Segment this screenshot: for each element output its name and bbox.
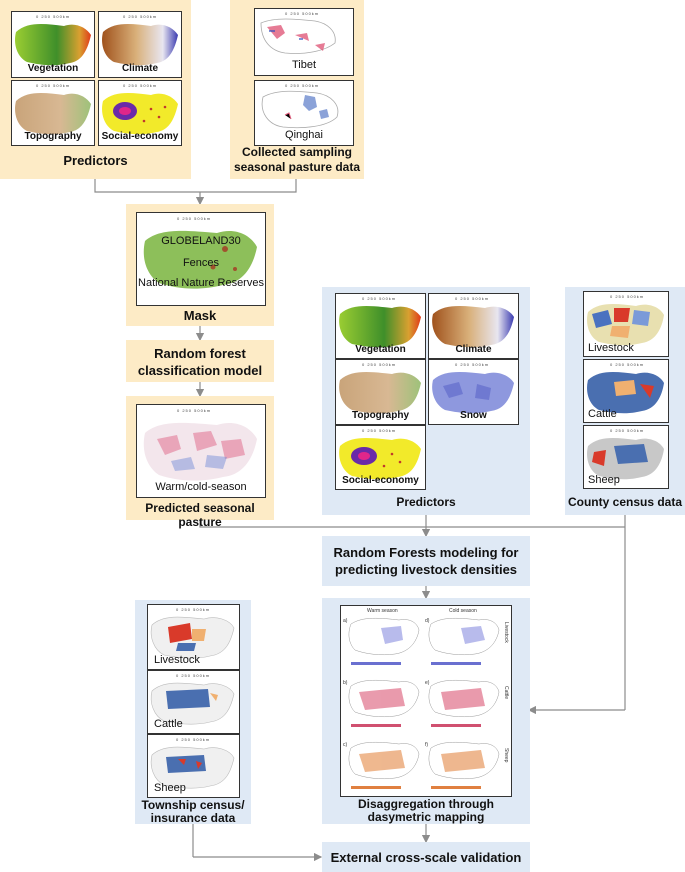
top-predictors-title: Predictors	[63, 153, 128, 168]
vegetation-map: 0 250 500km Vegetation	[335, 293, 426, 359]
rf-classification-line1: Random forest	[154, 346, 246, 361]
mask-map: 0 250 500km GLOBELAND30 Fences National …	[136, 212, 266, 306]
predicted-pasture-title: Predicted seasonal pasture	[145, 501, 255, 529]
scale-text: 0 250 500km	[455, 296, 490, 301]
scale-text: 0 250 500km	[285, 83, 320, 88]
sampling-panel: 0 250 500km Tibet 0 250 500km Qinghai Co…	[230, 0, 364, 179]
vegetation-map: 0 250 500km Vegetation	[11, 11, 95, 78]
mask-panel: 0 250 500km GLOBELAND30 Fences National …	[126, 204, 274, 326]
county-census-title: County census data	[567, 495, 683, 509]
township-livestock-map: 0 250 500km Livestock	[147, 604, 240, 670]
map-label-topography: Topography	[351, 410, 410, 421]
panel-label-b: b)	[343, 680, 348, 686]
predicted-pasture-panel: 0 250 500km Warm/cold-season Predicted s…	[126, 396, 274, 529]
rf-livestock-box: Random Forests modeling for predicting l…	[322, 536, 530, 586]
map-label-snow: Snow	[460, 410, 487, 421]
map-label-climate: Climate	[121, 63, 159, 74]
topography-map: 0 250 500km Topography	[335, 359, 426, 425]
map-label-vegetation: Vegetation	[355, 344, 406, 355]
scale-text: 0 250 500km	[285, 11, 320, 16]
scale-text: 0 250 500km	[176, 737, 211, 742]
scale-text: 0 250 500km	[123, 14, 158, 19]
row-label-cattle: Cattle	[503, 686, 509, 700]
panel-label-a: a)	[343, 618, 348, 624]
township-sheep-map: 0 250 500km Sheep	[147, 734, 240, 798]
scale-text: 0 250 500km	[36, 83, 71, 88]
map-label-cattle: Cattle	[154, 718, 183, 730]
scale-text: 0 250 500km	[362, 428, 397, 433]
county-census-panel: 0 250 500km Livestock 0 250 500km Cattle…	[565, 287, 685, 515]
map-label-qinghai: Qinghai	[285, 129, 323, 141]
scale-text: 0 250 500km	[123, 83, 158, 88]
scale-text: 0 250 500km	[610, 362, 645, 367]
row-label-livestock: Livestock	[503, 622, 509, 643]
climate-map: 0 250 500km Climate	[428, 293, 519, 359]
social-economy-map: 0 250 500km Social-economy	[335, 425, 426, 490]
mask-layer-fences: Fences	[182, 257, 220, 269]
map-label-social-economy: Social-economy	[342, 475, 419, 486]
map-label-tibet: Tibet	[291, 59, 317, 71]
scale-text: 0 250 500km	[176, 673, 211, 678]
scale-text: 0 250 500km	[177, 216, 212, 221]
rf-livestock-line1: Random Forests modeling for	[333, 545, 519, 560]
predicted-pasture-map: 0 250 500km Warm/cold-season	[136, 404, 266, 498]
rf-classification-box: Random forest classification model	[126, 340, 274, 382]
map-label-warm-cold-season: Warm/cold-season	[155, 481, 247, 493]
qinghai-sampling-map: 0 250 500km Qinghai	[254, 80, 354, 146]
township-cattle-map: 0 250 500km Cattle	[147, 670, 240, 734]
social-economy-map: 0 250 500km Social-economy	[98, 80, 182, 146]
panel-label-e: e)	[425, 680, 430, 686]
township-title-line2: insurance data	[150, 811, 236, 825]
validation-title: External cross-scale validation	[330, 850, 522, 865]
rf-livestock-line2: predicting livestock densities	[334, 562, 518, 577]
row-label-sheep: Sheep	[503, 748, 509, 763]
col-title-warm: Warm season	[367, 608, 398, 614]
panel-label-c: c)	[343, 742, 348, 748]
panel-label-d: d)	[425, 618, 430, 624]
map-label-topography: Topography	[24, 131, 82, 142]
county-sheep-map: 0 250 500km Sheep	[583, 425, 669, 489]
sampling-title-line2: seasonal pasture data	[233, 160, 361, 174]
township-title-line1: Township census/	[141, 798, 245, 812]
scale-text: 0 250 500km	[610, 294, 645, 299]
scale-text: 0 250 500km	[455, 362, 490, 367]
map-label-livestock: Livestock	[154, 654, 200, 666]
map-label-cattle: Cattle	[588, 408, 617, 420]
validation-box: External cross-scale validation	[322, 842, 530, 872]
scale-text: 0 250 500km	[36, 14, 71, 19]
climate-map: 0 250 500km Climate	[98, 11, 182, 78]
tibet-sampling-map: 0 250 500km Tibet	[254, 8, 354, 76]
township-panel: 0 250 500km Livestock 0 250 500km Cattle…	[135, 600, 251, 825]
scale-text: 0 250 500km	[362, 296, 397, 301]
county-livestock-map: 0 250 500km Livestock	[583, 291, 669, 357]
disaggregation-map-grid: Warm season Cold season a) d) b) e) c) f…	[340, 605, 512, 797]
mask-layer-globeland30: GLOBELAND30	[161, 235, 241, 247]
mask-title: Mask	[183, 308, 217, 323]
disaggregation-title-line2: dasymetric mapping	[367, 810, 485, 824]
scale-text: 0 250 500km	[610, 428, 645, 433]
mask-layer-nature-reserves: National Nature Reserves	[138, 277, 264, 289]
rf-classification-line2: classification model	[137, 363, 263, 378]
map-label-vegetation: Vegetation	[27, 63, 79, 74]
panel-label-f: f)	[425, 742, 429, 748]
disaggregation-panel: Warm season Cold season a) d) b) e) c) f…	[322, 598, 530, 824]
col-title-cold: Cold season	[449, 608, 477, 614]
county-cattle-map: 0 250 500km Cattle	[583, 359, 669, 423]
mid-predictors-title: Predictors	[396, 495, 456, 509]
top-predictors-panel: 0 250 500km Vegetation 0 250 500km Clima…	[0, 0, 191, 179]
map-label-livestock: Livestock	[588, 342, 634, 354]
sampling-title-line1: Collected sampling	[241, 145, 353, 159]
map-label-sheep: Sheep	[154, 782, 186, 794]
map-label-climate: Climate	[455, 344, 492, 355]
map-label-sheep: Sheep	[588, 474, 620, 486]
snow-map: 0 250 500km Snow	[428, 359, 519, 425]
disaggregation-title-line1: Disaggregation through	[358, 797, 494, 811]
scale-text: 0 250 500km	[362, 362, 397, 367]
scale-text: 0 250 500km	[177, 408, 212, 413]
topography-map: 0 250 500km Topography	[11, 80, 95, 146]
map-label-social-economy: Social-economy	[101, 131, 179, 142]
mid-predictors-panel: 0 250 500km Vegetation 0 250 500km Clima…	[322, 287, 530, 515]
scale-text: 0 250 500km	[176, 607, 211, 612]
